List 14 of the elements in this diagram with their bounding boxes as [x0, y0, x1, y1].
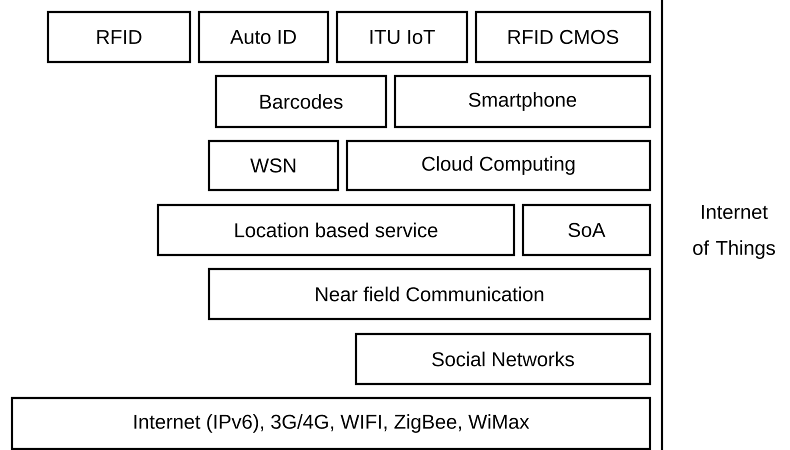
- label-box: Auto ID: [198, 10, 330, 64]
- side-panel: Internet of Things: [660, 0, 775, 450]
- label-box: RFID: [46, 10, 192, 64]
- label-box: ITU IoT: [336, 10, 468, 64]
- label-box: WSN: [208, 140, 340, 192]
- label-box: Internet (IPv6), 3G/4G, WIFI, ZigBee, WiMax: [10, 396, 652, 450]
- label-box: Near field Communication: [208, 268, 652, 320]
- label-box: Cloud Computing: [346, 140, 652, 192]
- label-box: RFID CMOS: [474, 10, 652, 64]
- label-box: Location based service: [156, 204, 516, 256]
- label-box: Smartphone: [394, 74, 652, 128]
- label-box: SoA: [522, 204, 652, 256]
- label-box: Social Networks: [354, 332, 652, 386]
- label-box: Barcodes: [214, 74, 388, 128]
